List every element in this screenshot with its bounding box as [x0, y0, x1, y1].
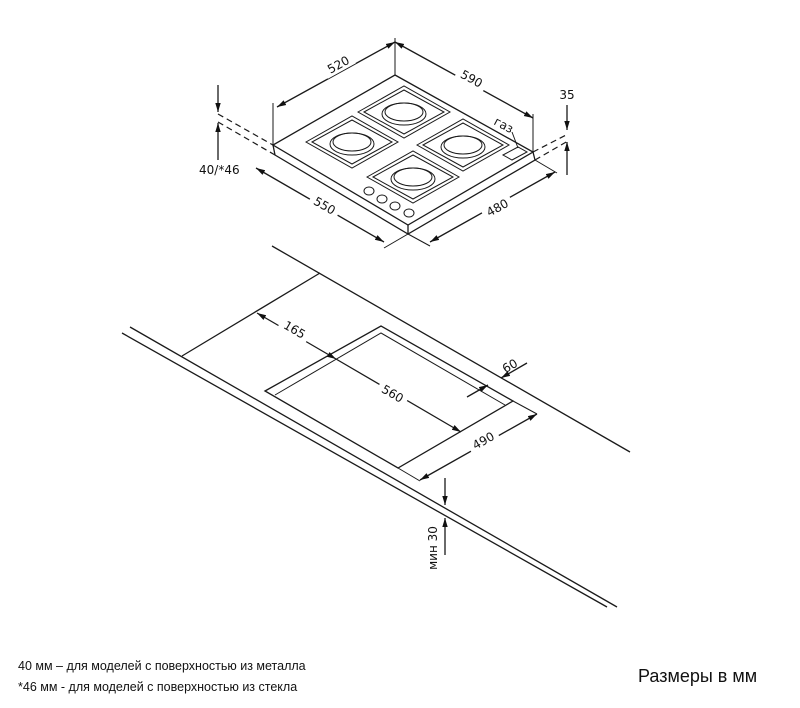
burner-left	[304, 115, 400, 169]
hob-drawing: газ 520 590 550 480 35 40/*46	[199, 38, 575, 249]
countertop-front-edge	[129, 326, 618, 608]
note-glass: *46 мм - для моделей с поверхностью из с…	[18, 680, 298, 694]
gas-inlet	[501, 146, 529, 161]
burner-back	[356, 85, 452, 139]
dim-min-30: мин 30	[426, 526, 440, 570]
units-label: Размеры в мм	[638, 666, 758, 686]
burner-right	[415, 118, 511, 172]
note-metal: 40 мм – для моделей с поверхностью из ме…	[18, 659, 306, 673]
dim-35: 35	[559, 88, 574, 102]
countertop-back-edge	[271, 245, 631, 453]
cutout-drawing: 165 560 60 490 мин 30	[121, 245, 631, 608]
dim-40-46: 40/*46	[199, 163, 240, 177]
dim-60: 60	[500, 356, 520, 376]
burner-grates	[304, 85, 511, 204]
